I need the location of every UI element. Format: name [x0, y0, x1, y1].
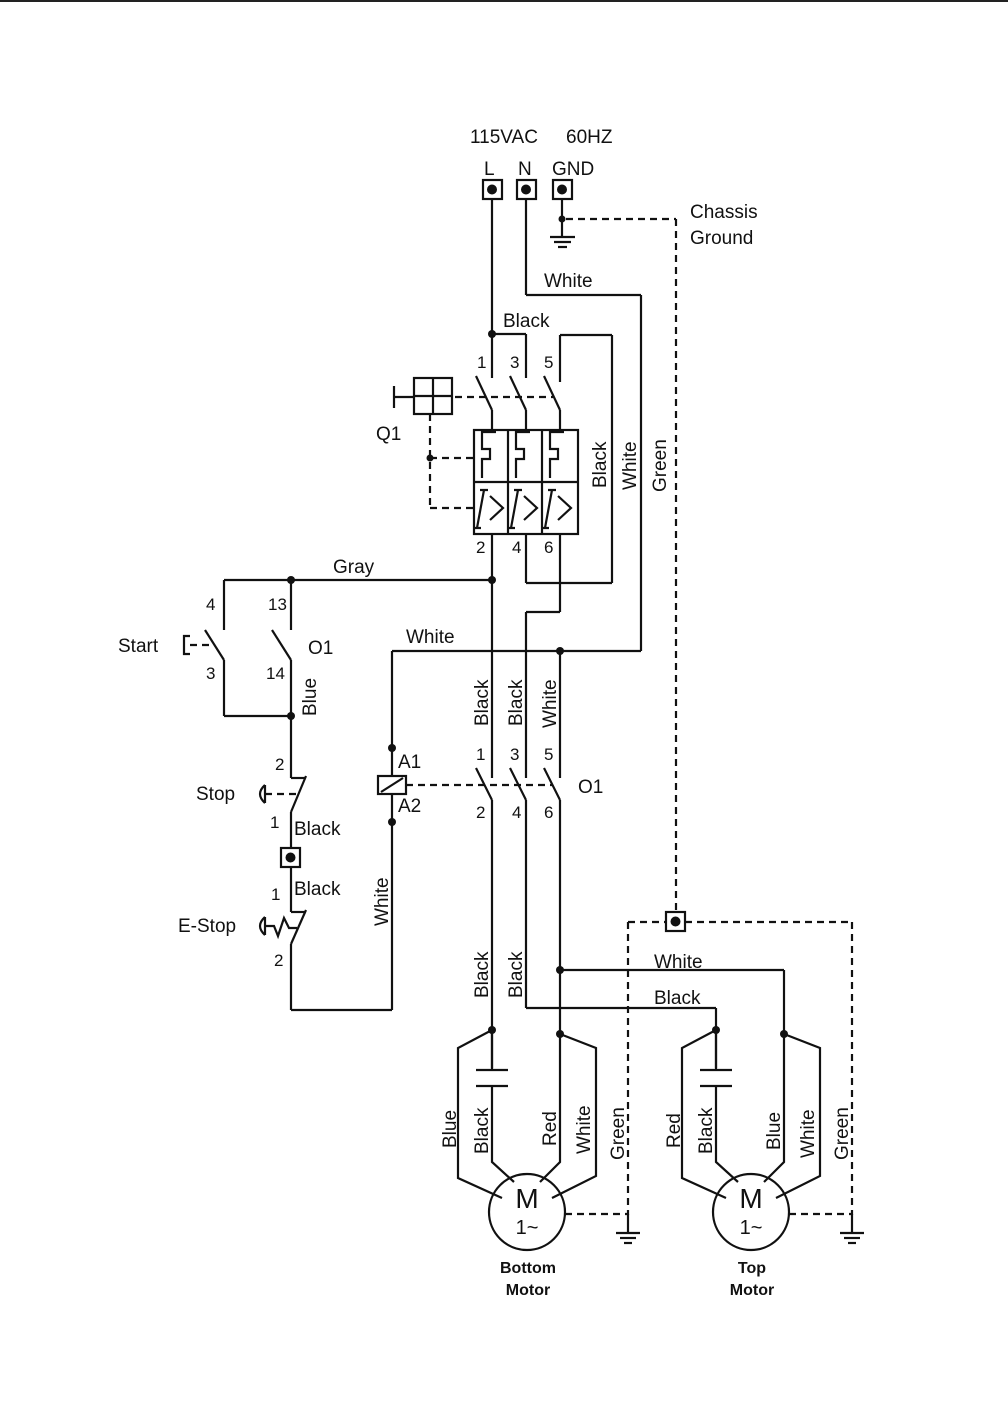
- stop-label: Stop: [196, 784, 235, 805]
- diagram-label: 1: [271, 885, 280, 904]
- diagram-label: Blue: [764, 1112, 785, 1150]
- contactor-name: O1: [578, 777, 603, 798]
- diagram-label: Black: [472, 1107, 493, 1154]
- diagram-label: 13: [268, 595, 287, 614]
- aux-contact-name: O1: [308, 638, 333, 659]
- diagram-label: Motor: [730, 1282, 774, 1299]
- diagram-label: 3: [510, 353, 519, 372]
- supply-terminals: 115VAC 60HZ L N GND: [470, 127, 613, 201]
- supply-frequency: 60HZ: [566, 127, 613, 148]
- top-motor: M 1~ Red Black Blue White Green Top Moto…: [664, 1026, 864, 1299]
- wire-label-black-m1b: Black: [506, 951, 527, 998]
- chassis-ground-icon: [550, 199, 575, 249]
- chassis-label-2: Ground: [690, 228, 753, 249]
- start-label: Start: [118, 636, 159, 657]
- diagram-label: 2: [476, 803, 485, 822]
- diagram-label: 3: [510, 745, 519, 764]
- wire-label-blue: Blue: [300, 678, 321, 716]
- start-button: 4 3 Start: [118, 580, 226, 716]
- diagram-label: M: [739, 1183, 762, 1214]
- diagram-label: Green: [832, 1107, 853, 1160]
- bottom-motor: M 1~ Blue Black Red White Green Bottom M…: [440, 1026, 640, 1299]
- diagram-label: Top: [738, 1260, 766, 1277]
- diagram-label: Red: [540, 1111, 561, 1146]
- breaker-name: Q1: [376, 424, 401, 445]
- diagram-label: Bottom: [500, 1260, 556, 1277]
- wire-label-gray: Gray: [333, 557, 375, 578]
- diagram-label: 2: [274, 951, 283, 970]
- wire-label-white-a2: White: [372, 877, 393, 926]
- diagram-label: White: [574, 1105, 595, 1154]
- wire-label-black-o1-a: Black: [472, 679, 493, 726]
- terminal-gnd-label: GND: [552, 159, 594, 180]
- wire-label-white-q1: White: [620, 441, 641, 490]
- wire-label-black-q1: Black: [590, 441, 611, 488]
- wire-label-white-coil: White: [406, 627, 455, 648]
- diagram-label: 2: [476, 538, 485, 557]
- terminal-n-label: N: [518, 159, 532, 180]
- diagram-label: A1: [398, 752, 421, 773]
- wire-label-white-neutral: White: [544, 271, 593, 292]
- aux-contact-o1: 13 14 O1: [266, 580, 333, 760]
- wire-label-white-o1: White: [540, 679, 561, 728]
- diagram-label: M: [515, 1183, 538, 1214]
- page-top-rule: [0, 0, 1008, 2]
- diagram-label: White: [798, 1109, 819, 1158]
- diagram-label: 14: [266, 664, 285, 683]
- estop-button: 1 2 E-Stop: [178, 867, 308, 1010]
- estop-label: E-Stop: [178, 916, 236, 937]
- diagram-label: 6: [544, 803, 553, 822]
- diagram-label: 5: [544, 353, 553, 372]
- diagram-label: 1: [477, 353, 486, 372]
- wire-label-black-m1a: Black: [472, 951, 493, 998]
- diagram-label: Red: [664, 1113, 685, 1148]
- diagram-label: Black: [696, 1107, 717, 1154]
- diagram-label: 1: [270, 813, 279, 832]
- contactor-coil: A1 A2: [376, 651, 553, 1010]
- diagram-label: 4: [206, 595, 215, 614]
- diagram-label: 2: [275, 755, 284, 774]
- diagram-label: 1: [476, 745, 485, 764]
- diagram-label: 3: [206, 664, 215, 683]
- diagram-label: 4: [512, 538, 521, 557]
- breaker-q1: 1 3 5 Q1: [376, 333, 614, 583]
- supply-voltage: 115VAC: [470, 127, 538, 148]
- wire-label-black-feed: Black: [503, 311, 550, 332]
- contactor-o1: 1 3 5 O1 2 4 6: [475, 745, 603, 822]
- stop-button: 2 1 Stop: [196, 755, 308, 848]
- ground-icon: [840, 1214, 864, 1245]
- diagram-label: Motor: [506, 1282, 550, 1299]
- diagram-label: 6: [544, 538, 553, 557]
- wire-label-white-top: White: [654, 952, 703, 973]
- ground-icon: [616, 1214, 640, 1245]
- diagram-label: 1~: [516, 1217, 539, 1239]
- diagram-label: 1~: [740, 1217, 763, 1239]
- chassis-label-1: Chassis: [690, 202, 758, 223]
- breaker-actuator-icon: [392, 376, 454, 416]
- diagram-label: Blue: [440, 1110, 461, 1148]
- diagram-label: 4: [512, 803, 521, 822]
- bottom-motor-icon: [487, 1172, 567, 1252]
- wire-label-black-stop: Black: [294, 819, 341, 840]
- diagram-label: 5: [544, 745, 553, 764]
- wire-label-black-o1-b: Black: [506, 679, 527, 726]
- diagram-label: A2: [398, 796, 421, 817]
- diagram-label: Green: [608, 1107, 629, 1160]
- wire-label-black-top: Black: [654, 988, 701, 1009]
- top-motor-icon: [711, 1172, 791, 1252]
- wire-label-green-main: Green: [650, 439, 671, 492]
- wire-label-black-estop: Black: [294, 879, 341, 900]
- terminal-l-label: L: [484, 159, 495, 180]
